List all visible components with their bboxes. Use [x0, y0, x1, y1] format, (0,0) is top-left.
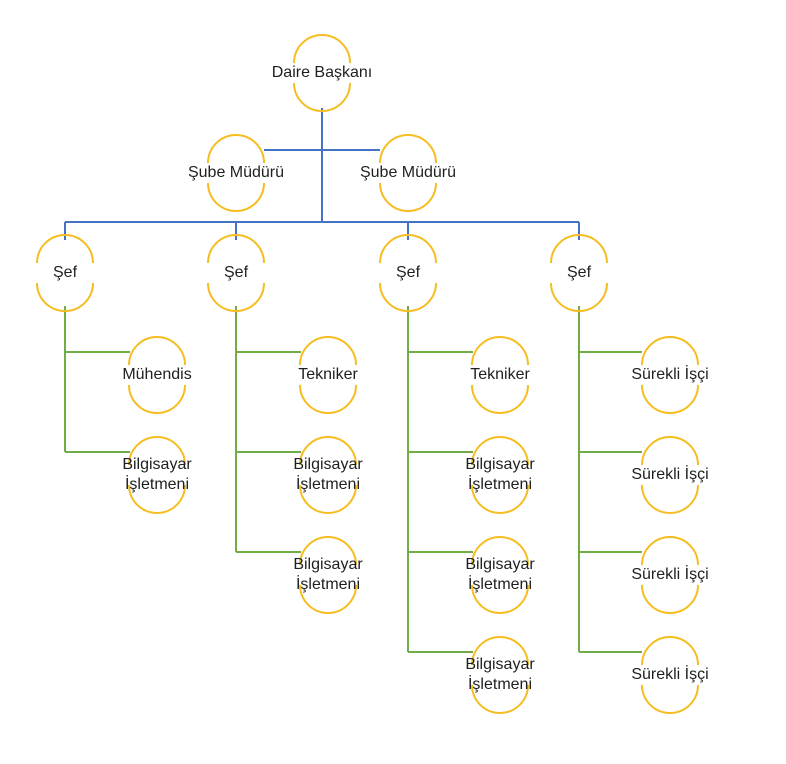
node-arc-bottom: [207, 182, 265, 212]
node-staff: Mühendis: [122, 366, 192, 383]
node-head-shape: [293, 34, 351, 112]
node-staff-shape: [128, 436, 186, 514]
node-staff-shape: [641, 336, 699, 414]
node-arc-bottom: [299, 384, 357, 414]
node-arc-bottom: [471, 684, 529, 714]
node-staff-shape: [471, 536, 529, 614]
node-head: Daire Başkanı: [271, 64, 373, 81]
node-arc-top: [207, 234, 265, 264]
node-staff: Tekniker: [298, 366, 358, 383]
node-arc-top: [641, 636, 699, 666]
node-arc-bottom: [471, 384, 529, 414]
node-arc-top: [471, 436, 529, 466]
node-staff-shape: [299, 336, 357, 414]
node-arc-top: [641, 336, 699, 366]
node-staff-shape: [471, 436, 529, 514]
node-branch-manager-shape: [379, 134, 437, 212]
node-staff-shape: [299, 436, 357, 514]
node-chief-4: Şef: [566, 264, 592, 281]
node-chief-3: Şef: [395, 264, 421, 281]
node-staff-shape: [471, 636, 529, 714]
node-arc-top: [550, 234, 608, 264]
node-arc-bottom: [379, 182, 437, 212]
node-arc-bottom: [36, 282, 94, 312]
node-arc-bottom: [293, 82, 351, 112]
node-arc-bottom: [128, 484, 186, 514]
node-arc-bottom: [471, 584, 529, 614]
node-arc-top: [641, 436, 699, 466]
node-arc-top: [379, 234, 437, 264]
node-staff: Sürekli İşçi: [631, 366, 709, 383]
node-branch-manager-2: Şube Müdürü: [359, 164, 457, 181]
node-arc-top: [128, 336, 186, 366]
node-chief-shape: [550, 234, 608, 312]
node-arc-top: [36, 234, 94, 264]
node-staff-shape: [471, 336, 529, 414]
node-arc-top: [299, 536, 357, 566]
node-staff: Sürekli İşçi: [631, 466, 709, 483]
node-arc-bottom: [299, 584, 357, 614]
node-arc-bottom: [641, 584, 699, 614]
node-chief-shape: [207, 234, 265, 312]
node-branch-manager-shape: [207, 134, 265, 212]
node-staff: Bilgisayar İşletmeni: [465, 456, 535, 493]
node-arc-bottom: [128, 384, 186, 414]
node-arc-top: [299, 436, 357, 466]
node-staff: Bilgisayar İşletmeni: [293, 456, 363, 493]
node-staff-shape: [128, 336, 186, 414]
node-staff-shape: [641, 536, 699, 614]
node-staff: Bilgisayar İşletmeni: [293, 556, 363, 593]
node-arc-top: [293, 34, 351, 64]
node-arc-bottom: [641, 384, 699, 414]
node-chief-2: Şef: [223, 264, 249, 281]
node-chief-shape: [379, 234, 437, 312]
node-chief-1: Şef: [52, 264, 78, 281]
node-arc-top: [471, 336, 529, 366]
node-arc-bottom: [299, 484, 357, 514]
node-branch-manager-1: Şube Müdürü: [187, 164, 285, 181]
node-arc-bottom: [641, 484, 699, 514]
node-arc-top: [471, 636, 529, 666]
node-staff: Bilgisayar İşletmeni: [465, 656, 535, 693]
node-arc-top: [471, 536, 529, 566]
node-arc-bottom: [471, 484, 529, 514]
node-staff: Sürekli İşçi: [631, 566, 709, 583]
node-staff-shape: [641, 636, 699, 714]
node-arc-top: [299, 336, 357, 366]
node-arc-top: [128, 436, 186, 466]
node-staff-shape: [299, 536, 357, 614]
node-arc-top: [641, 536, 699, 566]
node-staff-shape: [641, 436, 699, 514]
node-chief-shape: [36, 234, 94, 312]
node-arc-bottom: [207, 282, 265, 312]
node-arc-bottom: [550, 282, 608, 312]
node-staff: Tekniker: [470, 366, 530, 383]
node-arc-bottom: [379, 282, 437, 312]
node-arc-top: [379, 134, 437, 164]
node-arc-bottom: [641, 684, 699, 714]
node-staff: Bilgisayar İşletmeni: [465, 556, 535, 593]
node-arc-top: [207, 134, 265, 164]
node-staff: Bilgisayar İşletmeni: [122, 456, 192, 493]
node-staff: Sürekli İşçi: [631, 666, 709, 683]
